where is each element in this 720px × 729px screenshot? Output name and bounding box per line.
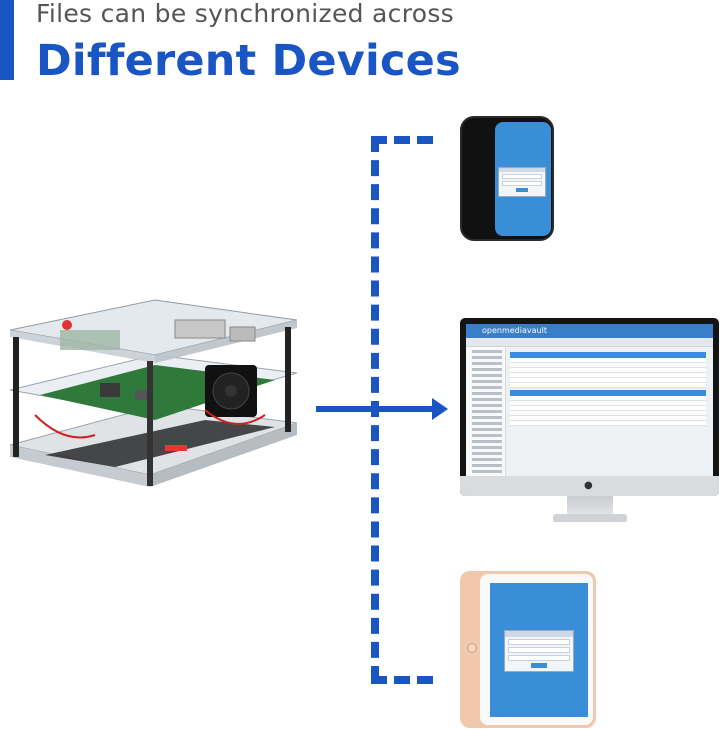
monitor-stand xyxy=(567,496,613,516)
tablet-device xyxy=(460,571,596,728)
connector-tablet xyxy=(371,676,433,684)
smartphone-device xyxy=(460,116,554,241)
tablet-home-button xyxy=(467,643,477,653)
desktop-monitor-device: openmediavault ● xyxy=(460,318,719,496)
omv-sidebar xyxy=(466,347,506,476)
omv-header: openmediavault xyxy=(466,324,713,338)
omv-main-panel xyxy=(510,350,706,426)
arrow-to-monitor xyxy=(316,398,448,420)
tablet-login-dialog xyxy=(504,630,574,672)
omv-panel-system-info xyxy=(510,352,706,358)
phone-screen xyxy=(495,122,551,236)
monitor-chin: ● xyxy=(460,476,719,496)
phone-login-dialog xyxy=(498,167,546,197)
tablet-screen xyxy=(490,583,588,717)
subtitle: Files can be synchronized across xyxy=(36,0,454,28)
omv-toolbar xyxy=(466,338,713,347)
apple-logo-icon: ● xyxy=(584,480,593,491)
page-title: Different Devices xyxy=(36,36,461,86)
accent-bar xyxy=(0,0,14,80)
raspberry-pi-case-image xyxy=(9,299,297,487)
omv-panel-services xyxy=(510,390,706,396)
monitor-screen: openmediavault xyxy=(466,324,713,476)
monitor-stand-base xyxy=(553,514,627,522)
connector-phone xyxy=(371,136,433,144)
